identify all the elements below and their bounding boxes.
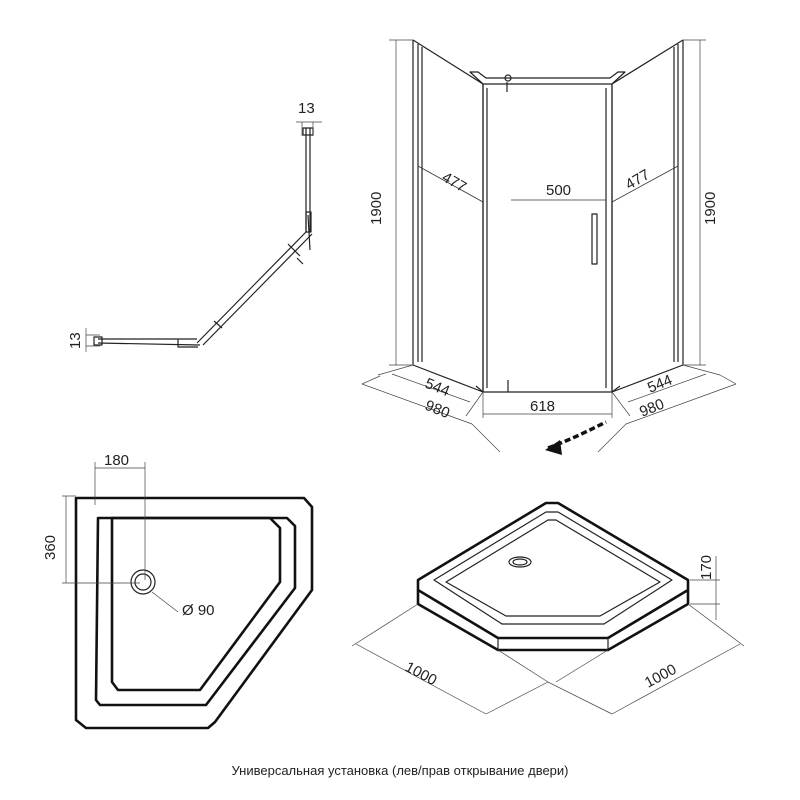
tray-width-left-dim: 1000 <box>402 659 439 690</box>
height-right-dim: 1900 <box>702 192 719 225</box>
height-left-dim: 1900 <box>368 192 385 225</box>
depth-left-dim: 980 <box>423 397 453 422</box>
depth-right-dim: 980 <box>637 396 667 421</box>
tray-3d-view: 170 1000 1000 <box>351 501 745 715</box>
plan-dim-top: 13 <box>298 100 315 117</box>
arrow-head-icon <box>545 440 562 455</box>
drain-diameter-label: Ø 90 <box>182 602 215 619</box>
front-width-dim: 618 <box>530 398 555 415</box>
tray-width-right-dim: 1000 <box>642 661 679 692</box>
installation-caption: Универсальная установка (лев/прав открыв… <box>231 763 568 778</box>
tray-height-dim: 170 <box>698 555 715 580</box>
tray-dim-side: 360 <box>42 535 59 560</box>
plan-view: 13 13 <box>67 100 322 352</box>
door-width-dim: 500 <box>546 182 571 199</box>
plan-dim-left: 13 <box>67 332 84 349</box>
base-right-dim: 544 <box>645 372 675 397</box>
tray-dim-top: 180 <box>104 452 129 469</box>
panel-right-dim: 477 <box>623 166 653 193</box>
front-view: 1900 1900 477 500 477 544 980 618 544 98… <box>361 39 737 455</box>
tray-plan-view: 180 360 Ø 90 <box>42 452 314 730</box>
